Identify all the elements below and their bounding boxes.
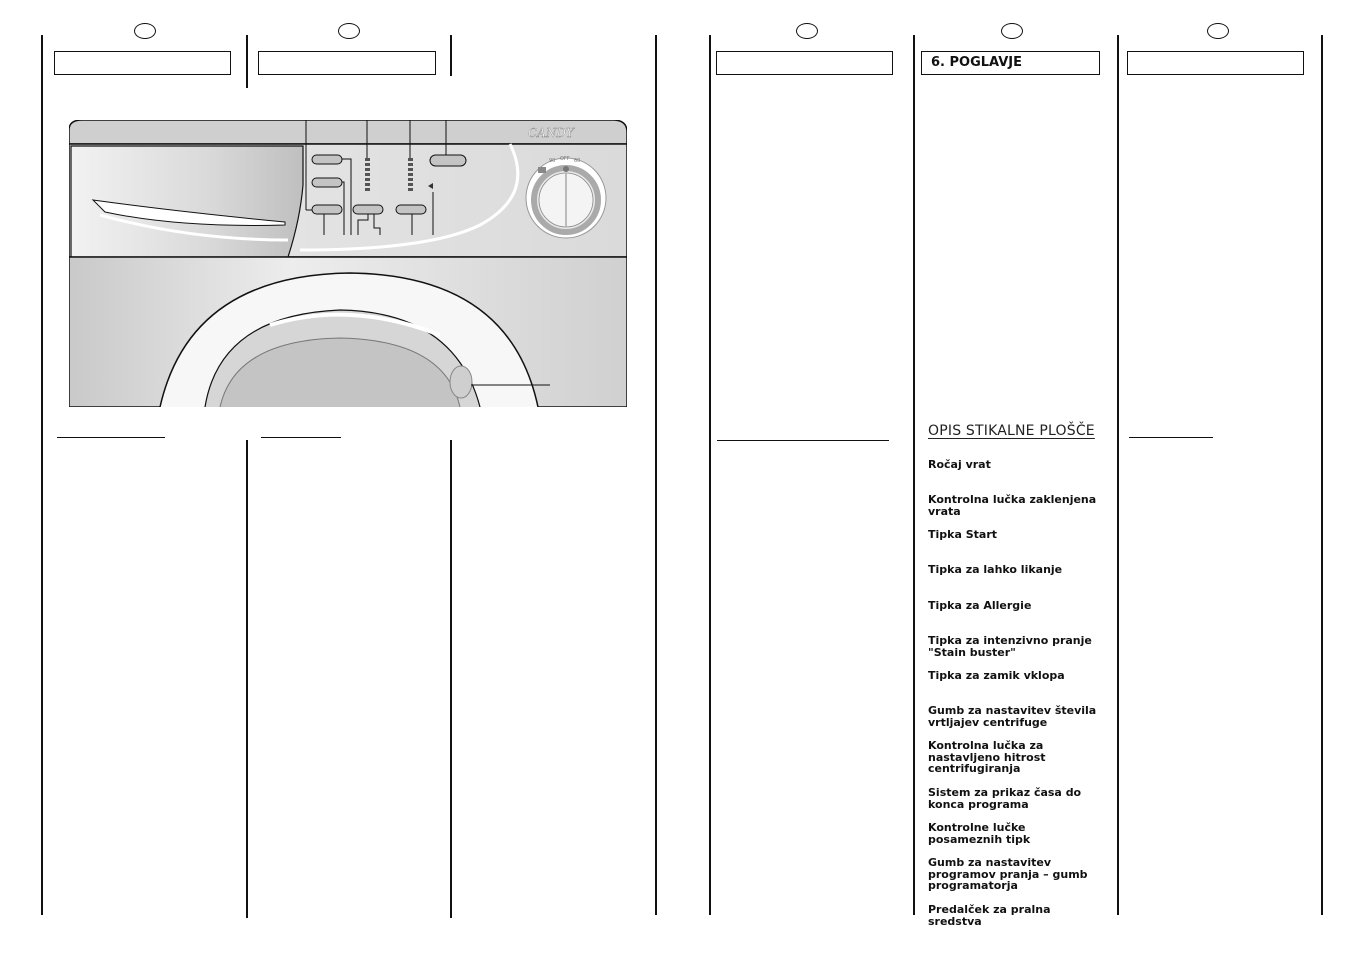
column-rule xyxy=(246,440,248,918)
chapter-heading-box xyxy=(716,51,893,75)
section-rule xyxy=(261,437,341,438)
column-rule xyxy=(450,440,452,918)
list-item: Gumb za nastavitev programov pranja – gu… xyxy=(928,856,1088,892)
section-rule xyxy=(57,437,165,438)
section-title: OPIS STIKALNE PLOŠČE xyxy=(928,423,1095,439)
chapter-heading-box: 6. POGLAVJE xyxy=(921,51,1100,75)
brand-logo: CANDY xyxy=(528,126,575,140)
language-marker xyxy=(1207,23,1229,39)
list-item: Kontrolna lučka za nastavljeno hitrost c… xyxy=(928,739,1046,775)
dial-label: 90 xyxy=(549,158,555,164)
list-item: Tipka za lahko likanje xyxy=(928,563,1063,576)
list-item: Ročaj vrat xyxy=(928,458,991,471)
column-rule xyxy=(246,35,248,88)
list-item: Kontrolne lučke posameznih tipk xyxy=(928,821,1031,846)
list-item: Tipka za intenzivno pranje "Stain buster… xyxy=(928,634,1092,659)
list-item: Kontrolna lučka zaklenjena vrata xyxy=(928,493,1097,518)
section-rule xyxy=(717,440,889,441)
column-rule xyxy=(1117,35,1119,915)
chapter-heading-box xyxy=(258,51,436,75)
column-rule xyxy=(41,35,43,915)
dial-label: OFF xyxy=(560,156,570,162)
list-item: Tipka za zamik vklopa xyxy=(928,669,1065,682)
chapter-heading-box xyxy=(54,51,231,75)
chapter-heading: 6. POGLAVJE xyxy=(931,55,1022,70)
language-marker xyxy=(134,23,156,39)
column-rule xyxy=(1321,35,1323,915)
list-item: Tipka Start xyxy=(928,528,998,541)
list-item: Tipka za Allergie xyxy=(928,599,1032,612)
column-rule xyxy=(450,35,452,76)
column-rule xyxy=(655,35,657,915)
language-marker xyxy=(796,23,818,39)
list-item: Sistem za prikaz časa do konca programa xyxy=(928,786,1082,811)
section-rule xyxy=(1129,437,1213,438)
language-marker xyxy=(338,23,360,39)
language-marker xyxy=(1001,23,1023,39)
list-item: Gumb za nastavitev števila vrtljajev cen… xyxy=(928,704,1097,729)
dial-label: 60 xyxy=(574,158,580,164)
column-rule xyxy=(709,35,711,915)
washing-machine-illustration: CANDY 90 OFF 60 xyxy=(69,120,627,407)
column-rule xyxy=(913,35,915,915)
chapter-heading-box xyxy=(1127,51,1304,75)
list-item: Predalček za pralna sredstva xyxy=(928,903,1051,928)
